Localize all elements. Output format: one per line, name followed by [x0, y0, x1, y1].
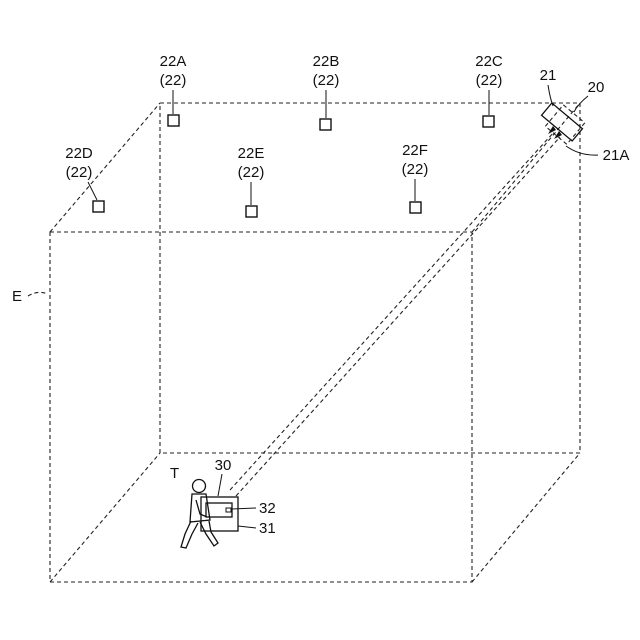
room-label-group: E: [12, 288, 48, 305]
marker-label: 22B: [313, 53, 340, 70]
person-leg-left: [181, 521, 198, 548]
marker-ref: (22): [313, 72, 340, 89]
room-edge-bottom-right: [472, 453, 580, 582]
marker-label: 22E: [238, 145, 265, 162]
marker-square: [483, 116, 494, 127]
person-leg-right: [200, 521, 218, 546]
marker-square: [320, 119, 331, 130]
marker-square: [246, 206, 257, 217]
marker-ref: (22): [66, 164, 93, 181]
device-screen: [206, 503, 232, 517]
room-back-face: [160, 103, 580, 453]
marker-ref: (22): [476, 72, 503, 89]
marker-22C: 22C (22): [475, 53, 503, 127]
emitter-window-label: 21A: [603, 147, 630, 164]
device-sensor: [226, 508, 231, 512]
device: 30 32 31: [201, 457, 276, 537]
marker-square: [168, 115, 179, 126]
device-leader: [218, 474, 222, 496]
person-head: [193, 480, 206, 493]
marker-square: [93, 201, 104, 212]
person-torso: [190, 494, 210, 522]
marker-label: 22C: [475, 53, 503, 70]
marker-ref: (22): [160, 72, 187, 89]
marker-leader: [88, 182, 97, 200]
emitter-label: 21: [540, 67, 557, 84]
marker-label: 22D: [65, 145, 93, 162]
device-screen-label: 32: [259, 500, 276, 517]
room-label: E: [12, 288, 22, 305]
marker-ref: (22): [402, 161, 429, 178]
beam-line-inner: [236, 137, 560, 496]
room-box: [50, 103, 580, 582]
marker-22D: 22D (22): [65, 145, 104, 212]
emitter-body: [538, 98, 587, 145]
marker-22B: 22B (22): [313, 53, 340, 130]
device-screen-leader: [232, 508, 256, 509]
room-leader: [28, 292, 48, 296]
marker-ref: (22): [238, 164, 265, 181]
person-target: T: [170, 465, 218, 548]
beam-line-outer: [230, 132, 554, 490]
room-edge-bottom-left: [50, 453, 160, 582]
device-label: 30: [215, 457, 232, 474]
device-body-label: 31: [259, 520, 276, 537]
marker-22E: 22E (22): [238, 145, 265, 217]
emitter-window-leader: [566, 146, 598, 155]
device-body-leader: [238, 526, 256, 528]
emitter-window-outline: [545, 105, 584, 144]
emitter-unit-label: 20: [588, 79, 605, 96]
marker-label: 22F: [402, 142, 428, 159]
marker-label: 22A: [160, 53, 187, 70]
emitter-unit-leader: [574, 96, 588, 112]
marker-square: [410, 202, 421, 213]
target-label: T: [170, 465, 179, 482]
marker-22F: 22F (22): [402, 142, 429, 213]
emitter-assembly: 21 20 21A: [538, 67, 630, 164]
marker-22A: 22A (22): [160, 53, 187, 126]
